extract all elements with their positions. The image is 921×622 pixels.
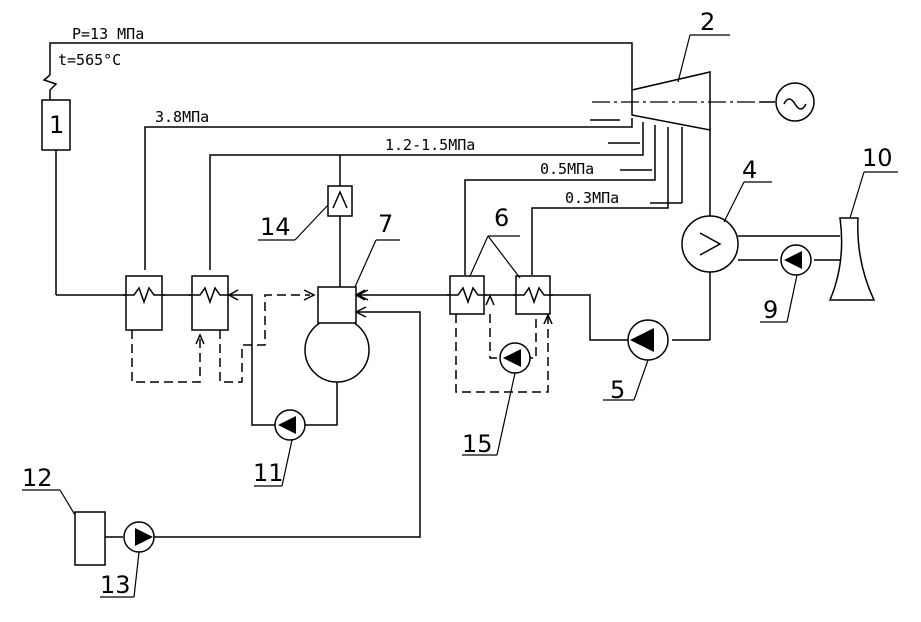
coil-icon	[447, 286, 487, 305]
number-9: 9	[763, 296, 778, 324]
callout-line	[849, 171, 865, 219]
generator	[775, 82, 815, 122]
arrow-icon	[543, 313, 553, 325]
number-12: 12	[22, 464, 53, 492]
feed-pump	[274, 409, 306, 441]
drain-pump	[499, 342, 531, 374]
callout-line	[786, 274, 798, 323]
callout-line	[281, 439, 293, 487]
cooling-water-pump	[780, 244, 812, 276]
number-14: 14	[260, 213, 291, 241]
number-10: 10	[862, 144, 893, 172]
hp-heater-2	[189, 275, 231, 331]
callout-line	[133, 551, 140, 598]
arrow-icon	[354, 306, 367, 318]
lp-heater-2	[513, 275, 553, 315]
callout-line	[354, 239, 377, 288]
number-1: 1	[49, 111, 64, 139]
number-4: 4	[742, 156, 757, 184]
number-5: 5	[610, 376, 625, 404]
number-13: 13	[100, 571, 131, 599]
live-steam-line	[42, 42, 633, 100]
coil-icon	[189, 286, 231, 305]
callout-line	[487, 235, 521, 279]
arrow-icon	[354, 289, 366, 301]
callout-line	[496, 372, 516, 456]
extraction-0.5-label: 0.5МПа	[540, 160, 594, 178]
number-15: 15	[462, 430, 493, 458]
makeup-pump	[123, 521, 155, 553]
number-6: 6	[494, 204, 509, 232]
callout-line	[633, 359, 649, 401]
arrow-icon	[356, 289, 369, 301]
makeup-tank	[74, 511, 106, 566]
coil-icon	[699, 232, 722, 256]
callout-line	[294, 204, 329, 241]
coil-icon	[123, 286, 165, 305]
lp-heater-1	[447, 275, 487, 315]
generator-sine-icon	[783, 98, 807, 110]
live-steam-pressure-label: P=13 МПа	[72, 25, 144, 43]
arrow-icon	[485, 294, 495, 306]
number-2: 2	[700, 8, 715, 36]
arrow-icon	[303, 289, 316, 301]
extraction-0.3-label: 0.3МПа	[565, 189, 619, 207]
callout-line	[469, 235, 489, 277]
deaerator	[304, 286, 370, 383]
callout-line	[723, 181, 745, 223]
turbine	[592, 71, 815, 131]
hp-heater-1	[123, 275, 165, 331]
deaerator-heater	[327, 185, 353, 217]
callout-line	[59, 489, 76, 516]
number-7: 7	[378, 210, 393, 238]
number-11: 11	[253, 459, 284, 487]
live-steam-temperature-label: t=565°C	[58, 51, 121, 69]
condenser	[681, 215, 739, 273]
extraction-3.8-label: 3.8МПа	[155, 108, 209, 126]
extraction-1.2-1.5-label: 1.2-1.5МПа	[385, 136, 475, 154]
condensate-pump	[627, 319, 669, 361]
arrow-icon	[195, 333, 205, 345]
cooling-tower	[828, 217, 876, 301]
callout-line	[677, 34, 691, 83]
coil-icon	[513, 286, 553, 305]
arrow-icon	[227, 289, 239, 301]
